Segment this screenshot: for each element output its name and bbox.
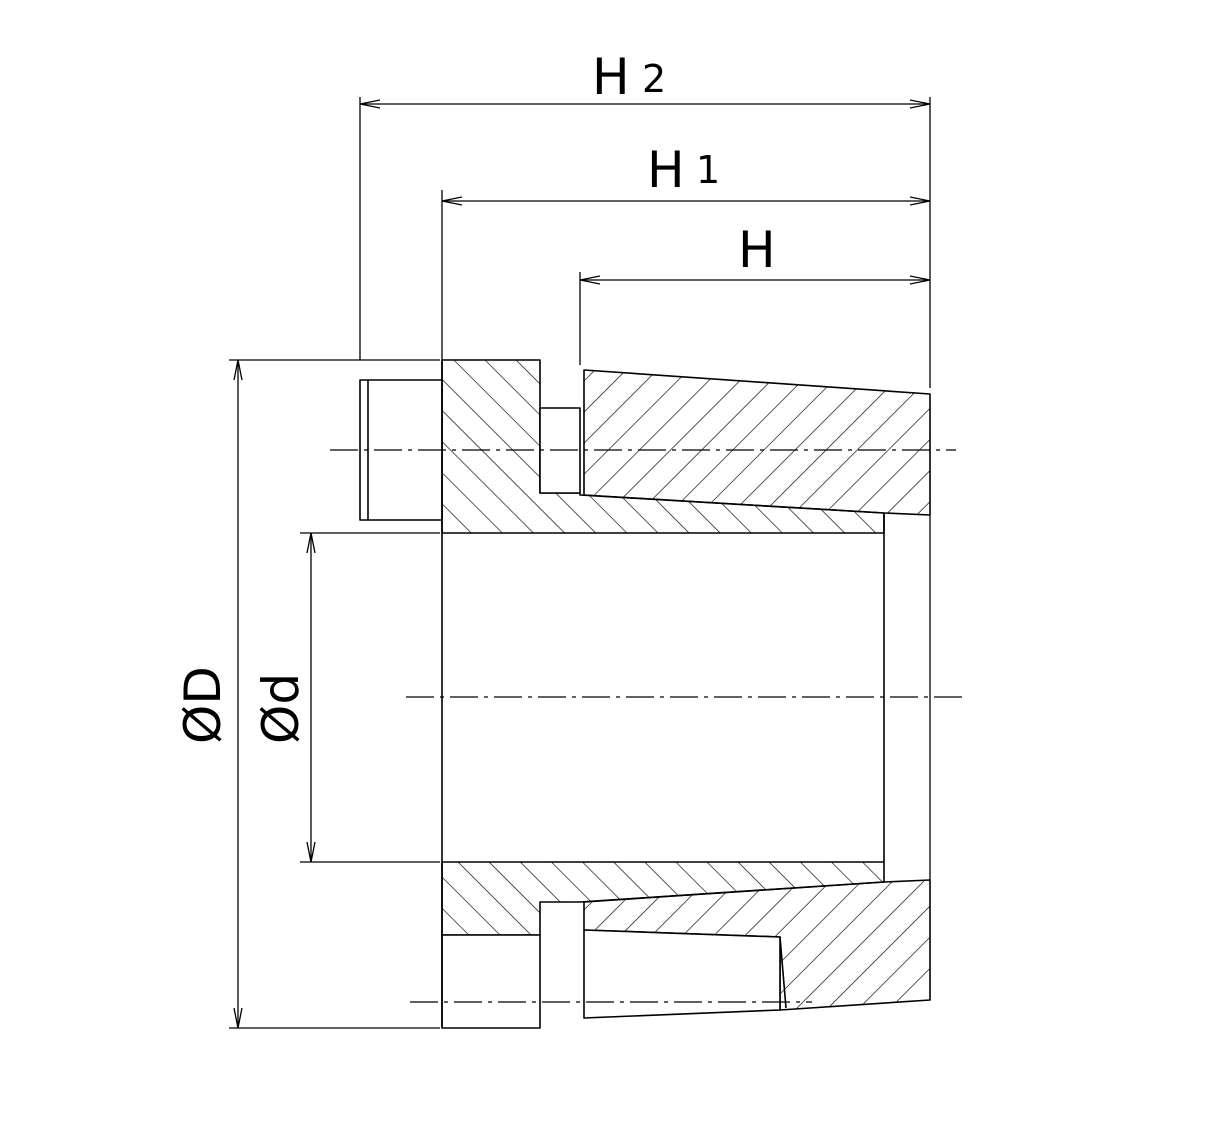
center-lines (330, 449, 962, 1003)
h2-subscript: 2 (642, 57, 666, 101)
h-label: H (738, 221, 776, 279)
h2-label: H (592, 48, 630, 106)
outer-diameter-label: ØD (174, 666, 232, 744)
h1-subscript: 1 (696, 148, 720, 192)
lower-ring-body (583, 929, 781, 1019)
part-section (359, 359, 931, 1029)
lower-flange-block (441, 934, 541, 1029)
upper-tapered-ring (583, 369, 931, 516)
inner-diameter-label: Ød (252, 673, 310, 744)
dimension-lines (229, 97, 931, 1029)
h1-label: H (647, 141, 685, 199)
upper-flange-section (441, 359, 885, 534)
